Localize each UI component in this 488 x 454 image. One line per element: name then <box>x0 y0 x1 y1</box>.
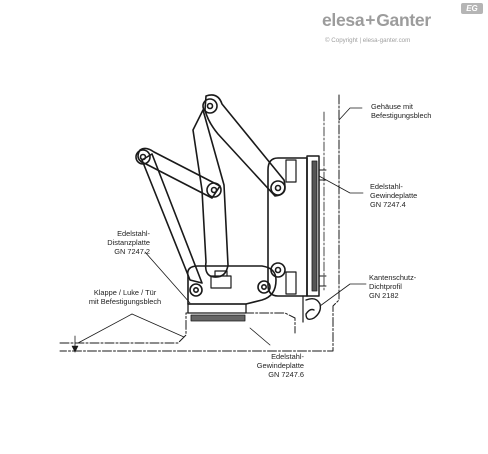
secondary-link <box>137 147 221 199</box>
door-pivot-right <box>257 280 271 294</box>
label-threaded-plate-top: Edelstahl- Gewindeplatte GN 7247.4 <box>370 182 418 209</box>
bolt-head-upper <box>285 159 297 183</box>
leader-edge-seal <box>319 283 367 307</box>
eg-badge-logo: EG <box>461 3 483 14</box>
threaded-plate-upper <box>311 160 318 292</box>
label-housing: Gehäuse mit Befestigungsblech <box>371 102 432 120</box>
brand-name-ganter: Ganter <box>376 10 431 30</box>
link-pivot-left-inner <box>139 153 147 161</box>
brand-name-elesa: elesa <box>322 10 365 30</box>
label-spacer-plate: Edelstahl- Distanzplatte GN 7247.2 <box>107 229 150 256</box>
main-hinge-arm <box>204 94 286 197</box>
label-edge-seal: Kantenschutz- Dichtprofil GN 2182 <box>369 273 417 300</box>
door-bolt-head <box>210 275 232 289</box>
door-pivot-left-inner <box>193 286 200 293</box>
arm-pivot-top-inner <box>206 102 214 110</box>
bolt-head-lower <box>285 271 297 295</box>
door-pivot-right-inner <box>260 283 267 290</box>
base-pivot-bottom-inner <box>274 266 282 274</box>
leader-door-2 <box>131 313 185 338</box>
brand-plus: + <box>365 10 376 30</box>
hinge-base-bracket <box>267 157 308 297</box>
leader-threaded-plate-top <box>318 175 364 194</box>
edge-seal-profile <box>305 297 322 321</box>
door-bracket <box>186 265 277 305</box>
arm-pivot-top <box>202 98 218 114</box>
secondary-link-lower <box>141 153 203 284</box>
door-arrow-head <box>71 345 79 353</box>
leader-door-1 <box>77 313 133 344</box>
door-sheet-outline <box>59 312 296 344</box>
leader-spacer-plate <box>144 251 191 304</box>
threaded-plate-lower <box>190 314 246 322</box>
door-pivot-left <box>189 283 203 297</box>
copyright-text: © Copyright | elesa-ganter.com <box>325 37 411 44</box>
leader-housing <box>338 107 363 121</box>
label-threaded-plate-bottom: Edelstahl- Gewindeplatte GN 7247.6 <box>256 352 304 379</box>
label-door: Klappe / Luke / Tür mit Befestigungsblec… <box>88 288 162 306</box>
brand-logo: elesa+Ganter <box>322 10 431 31</box>
spacer-plate <box>187 303 247 314</box>
leader-threaded-plate-bottom <box>249 327 271 346</box>
housing-wall-outline <box>59 94 340 352</box>
base-pivot-top-inner <box>274 184 282 192</box>
link-pivot-left <box>135 149 151 165</box>
main-hinge-arm-lower <box>192 109 229 278</box>
